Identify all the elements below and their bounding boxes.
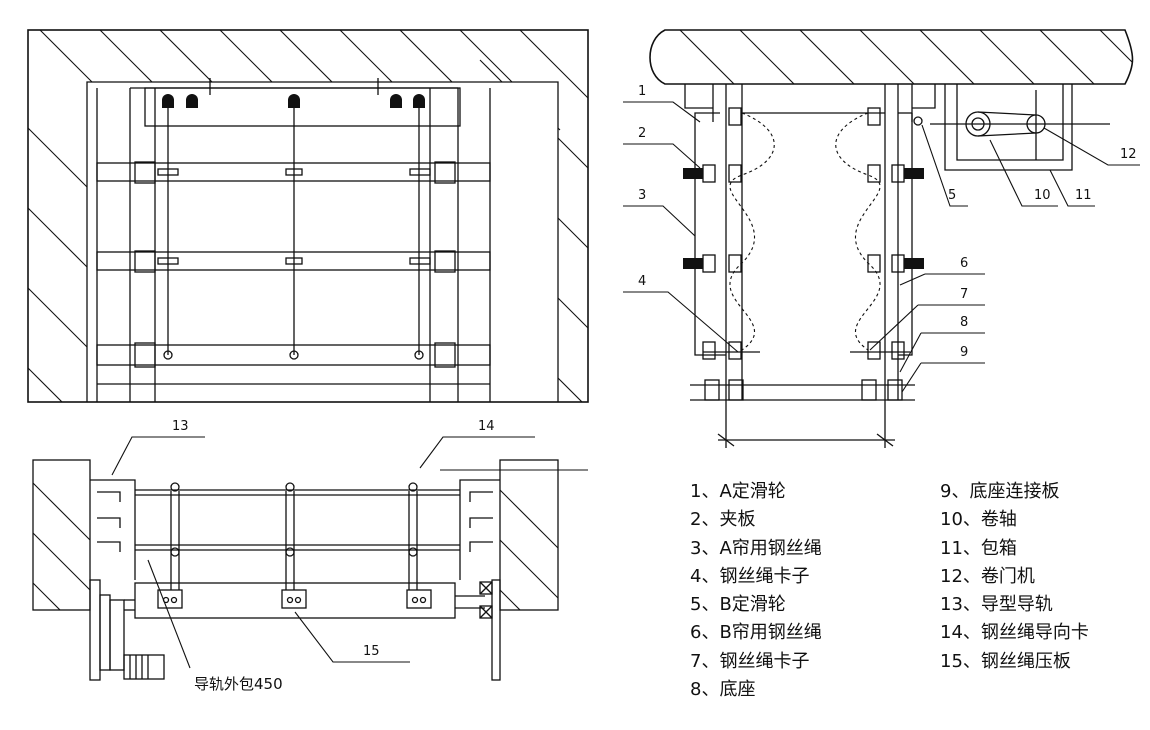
curtain-bar: [96, 250, 491, 273]
legend-item: 9、底座连接板: [940, 481, 1060, 502]
callout-5: 5: [948, 188, 956, 203]
legend-item: 8、底座: [690, 679, 756, 701]
legend-item: 7、钢丝绳卡子: [690, 650, 810, 672]
curtain-folds: [729, 112, 881, 351]
callout-labels: 1 2 3 4 5 6 7 8 9 10 11 12 13 14 15 导轨外包…: [172, 84, 1137, 693]
callout-3: 3: [638, 188, 646, 203]
pulley: [186, 94, 198, 108]
legend-item: 5、B定滑轮: [690, 594, 786, 616]
callout-9: 9: [960, 345, 968, 360]
legend-item: 1、A定滑轮: [690, 481, 786, 502]
door-frame: [96, 78, 491, 402]
rope-lines: [167, 108, 420, 355]
legend-item: 11、包箱: [940, 537, 1017, 559]
rope-pulleys: [702, 107, 905, 360]
callout-1: 1: [638, 84, 646, 99]
callout-11: 11: [1075, 188, 1092, 203]
callout-8: 8: [960, 315, 968, 330]
legend-item: 12、卷门机: [940, 565, 1035, 587]
shaft-and-motor: [89, 579, 501, 681]
pulley: [162, 94, 174, 108]
wall-block-right: [499, 459, 559, 611]
legend-item: 3、A帘用钢丝绳: [690, 537, 822, 559]
wall-block-left: [32, 459, 91, 611]
wire-rope-guides: [135, 482, 460, 590]
callout-6: 6: [960, 256, 968, 271]
legend-item: 10、卷轴: [940, 509, 1017, 531]
side-view: [649, 29, 1134, 448]
clamp-plates: [683, 168, 924, 269]
callout-15: 15: [363, 644, 380, 659]
legend-column-left: 1、A定滑轮 2、夹板 3、A帘用钢丝绳 4、钢丝绳卡子 5、B定滑轮 6、B帘…: [690, 478, 822, 704]
legend-item: 6、B帘用钢丝绳: [690, 622, 822, 644]
rope-press-plate: [134, 582, 456, 619]
rail-wrap-annotation: 导轨外包450: [194, 675, 283, 693]
leader-lines: [111, 101, 1140, 669]
guide-rails: [684, 84, 936, 400]
roller-motor-box: [913, 84, 1110, 171]
legend-item: 13、导型导轨: [940, 594, 1053, 616]
pulley: [413, 94, 425, 108]
curtain-bar: [96, 161, 491, 184]
callout-14: 14: [478, 419, 495, 434]
callout-4: 4: [638, 274, 646, 289]
legend-item: 4、钢丝绳卡子: [690, 565, 810, 587]
callout-10: 10: [1034, 188, 1051, 203]
pulley: [390, 94, 402, 108]
guide-rail-profiles: [90, 479, 500, 580]
callout-7: 7: [960, 287, 968, 302]
top-pulleys: [162, 94, 425, 108]
legend-item: 2、夹板: [690, 509, 756, 531]
legend-item: 14、钢丝绳导向卡: [940, 622, 1089, 644]
callout-2: 2: [638, 126, 646, 141]
callout-12: 12: [1120, 147, 1137, 162]
plan-view: [32, 459, 559, 681]
callout-13: 13: [172, 419, 189, 434]
pulley: [288, 94, 300, 108]
bottom-bar: [96, 342, 491, 385]
legend-column-right: 9、底座连接板 10、卷轴 11、包箱 12、卷门机 13、导型导轨 14、钢丝…: [940, 478, 1089, 676]
legend-item: 15、钢丝绳压板: [940, 650, 1071, 672]
base: [690, 351, 915, 448]
ceiling-slab: [649, 29, 1134, 85]
